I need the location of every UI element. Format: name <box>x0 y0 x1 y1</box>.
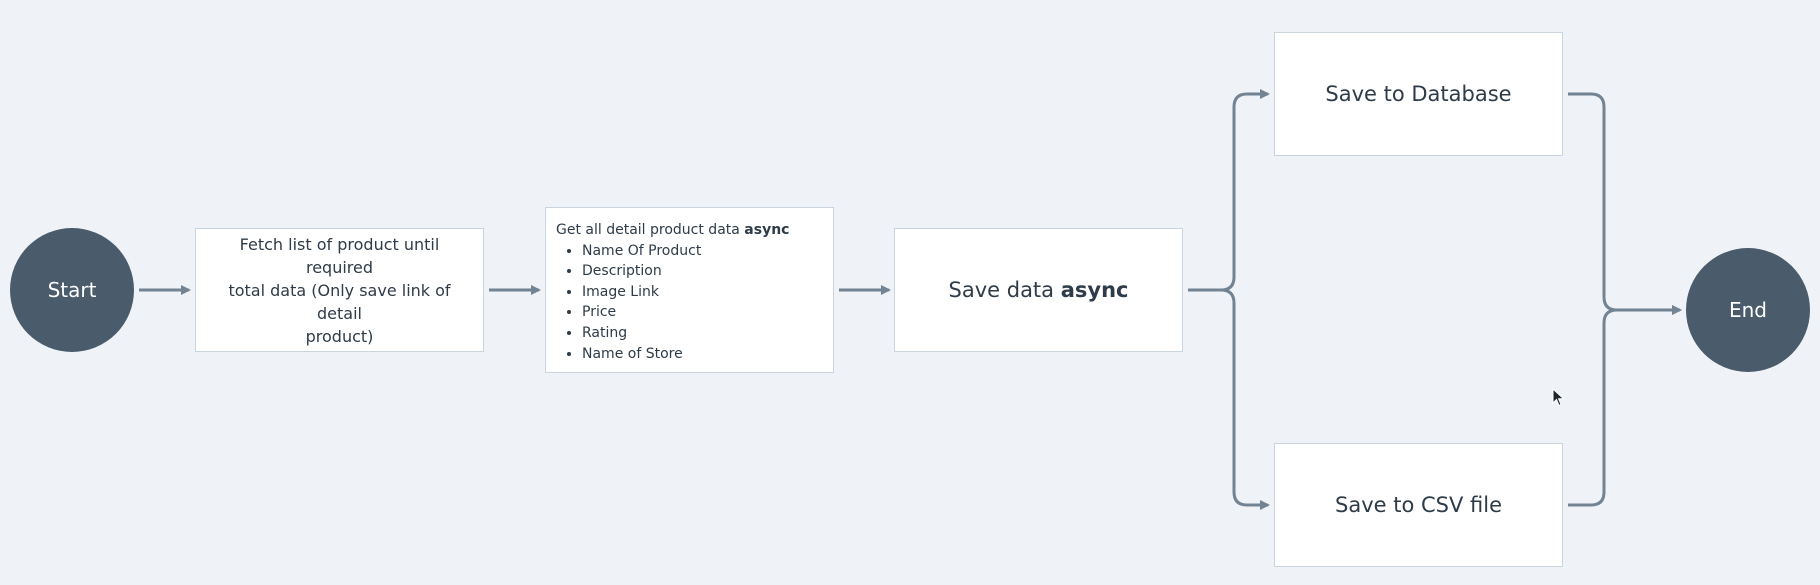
detail-field-item: Name Of Product <box>582 241 823 262</box>
save-async-node[interactable]: Save data async <box>894 228 1183 352</box>
detail-field-item: Name of Store <box>582 344 823 365</box>
save-csv-label: Save to CSV file <box>1335 493 1502 517</box>
start-node[interactable]: Start <box>10 228 134 352</box>
arrow-csv-to-end <box>1568 305 1682 507</box>
end-label: End <box>1728 298 1767 322</box>
detail-field-item: Image Link <box>582 282 823 303</box>
detail-field-list: Name Of Product Description Image Link P… <box>556 241 823 365</box>
fetch-products-node[interactable]: Fetch list of product until required tot… <box>195 228 484 352</box>
fetch-products-line-2: total data (Only save link of detail <box>228 280 451 323</box>
detail-field-item: Price <box>582 302 823 323</box>
start-label: Start <box>47 278 97 302</box>
get-detail-title-bold: async <box>744 222 790 238</box>
get-detail-title-text: Get all detail product data <box>556 222 745 238</box>
arrow-save-async-to-csv <box>1188 288 1270 510</box>
detail-field-item: Rating <box>582 323 823 344</box>
save-async-bold: async <box>1060 278 1129 302</box>
fetch-products-line-1: Fetch list of product until required <box>239 234 440 277</box>
save-async-label: Save data <box>948 278 1061 302</box>
mouse-cursor-icon <box>1552 388 1565 407</box>
fetch-products-line-3: product) <box>305 326 374 346</box>
get-detail-node[interactable]: Get all detail product data async Name O… <box>545 207 834 373</box>
save-database-node[interactable]: Save to Database <box>1274 32 1563 156</box>
arrow-database-to-end <box>1568 92 1682 315</box>
get-detail-title: Get all detail product data async <box>556 220 823 241</box>
end-node[interactable]: End <box>1686 248 1810 372</box>
save-csv-node[interactable]: Save to CSV file <box>1274 443 1563 567</box>
arrow-save-async-to-database <box>1188 89 1270 292</box>
save-database-label: Save to Database <box>1325 82 1512 106</box>
detail-field-item: Description <box>582 261 823 282</box>
save-async-text: Save data async <box>949 278 1129 302</box>
fetch-products-text: Fetch list of product until required tot… <box>206 233 473 348</box>
